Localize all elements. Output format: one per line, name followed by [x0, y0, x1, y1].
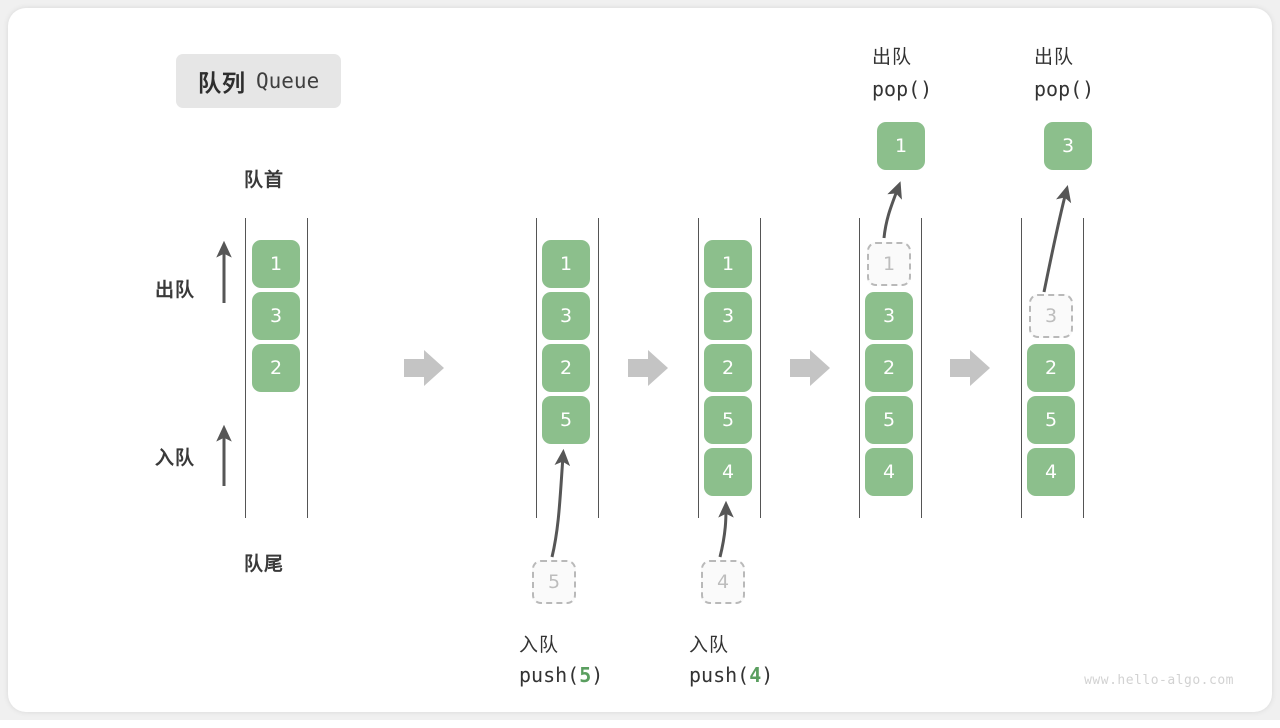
queue-cell: 2: [865, 344, 913, 392]
title-english: Queue: [256, 69, 320, 93]
push-suffix: ): [761, 663, 774, 687]
queue-cell: 1: [704, 240, 752, 288]
queue-cell: 3: [704, 292, 752, 340]
label-pop-3-cn: 出队: [1034, 46, 1075, 68]
label-push-5-cn: 入队: [519, 634, 560, 656]
diagram-card: 队列 Queue 队首 队尾 出队 入队 1 3 2 1 3 2 5 5 入队 …: [8, 8, 1272, 712]
label-queue-tail: 队尾: [244, 553, 285, 575]
queue-cell: 5: [704, 396, 752, 444]
ghost-cell-push-5: 5: [532, 560, 576, 604]
step-arrow-2: [628, 350, 668, 386]
rail-right-step-3: [760, 218, 761, 518]
label-pop-3-code: pop(): [1034, 77, 1095, 101]
label-enqueue: 入队: [155, 447, 196, 469]
ghost-cell-pop-3: 3: [1029, 294, 1073, 338]
rail-left-step-4: [859, 218, 860, 518]
push-value: 5: [579, 663, 592, 687]
label-pop-1-code: pop(): [872, 77, 933, 101]
rail-right-step-5: [1083, 218, 1084, 518]
label-push-4-code: push(4): [689, 663, 773, 687]
ghost-cell-pop-1: 1: [867, 242, 911, 286]
queue-cell: 4: [865, 448, 913, 496]
queue-cell: 2: [542, 344, 590, 392]
popped-cell-1: 1: [877, 122, 925, 170]
label-push-5-code: push(5): [519, 663, 603, 687]
queue-cell: 3: [542, 292, 590, 340]
push-arrow-5: [550, 448, 571, 558]
queue-cell: 4: [1027, 448, 1075, 496]
push-arrow-4: [718, 500, 734, 558]
label-dequeue: 出队: [155, 279, 196, 301]
step-arrow-4: [950, 350, 990, 386]
push-suffix: ): [591, 663, 604, 687]
push-prefix: push(: [519, 663, 580, 687]
rail-right-step-4: [921, 218, 922, 518]
queue-cell: 1: [252, 240, 300, 288]
rail-right-step-2: [598, 218, 599, 518]
rail-left-step-2: [536, 218, 537, 518]
ghost-cell-push-4: 4: [701, 560, 745, 604]
rail-left-step-5: [1021, 218, 1022, 518]
arrow-overlay: [216, 181, 1072, 558]
diagram-title-badge: 队列 Queue: [176, 54, 342, 108]
popped-cell-3: 3: [1044, 122, 1092, 170]
queue-cell: 3: [252, 292, 300, 340]
push-value: 4: [749, 663, 762, 687]
label-push-4-cn: 入队: [689, 634, 730, 656]
queue-cell: 2: [704, 344, 752, 392]
queue-cell: 2: [1027, 344, 1075, 392]
rail-left-step-1: [245, 218, 246, 518]
step-arrow-3: [790, 350, 830, 386]
watermark: www.hello-algo.com: [1084, 673, 1234, 688]
queue-cell: 3: [865, 292, 913, 340]
push-prefix: push(: [689, 663, 750, 687]
pop-arrow-1: [882, 181, 902, 239]
rail-right-step-1: [307, 218, 308, 518]
rail-left-step-3: [698, 218, 699, 518]
queue-cell: 5: [1027, 396, 1075, 444]
title-chinese: 队列: [198, 71, 246, 97]
queue-cell: 4: [704, 448, 752, 496]
queue-cell: 2: [252, 344, 300, 392]
queue-cell: 1: [542, 240, 590, 288]
queue-cell: 5: [865, 396, 913, 444]
label-queue-head: 队首: [244, 169, 285, 191]
queue-cell: 5: [542, 396, 590, 444]
label-pop-1-cn: 出队: [872, 46, 913, 68]
step-arrow-1: [404, 350, 444, 386]
pop-arrow-3: [1042, 185, 1072, 293]
